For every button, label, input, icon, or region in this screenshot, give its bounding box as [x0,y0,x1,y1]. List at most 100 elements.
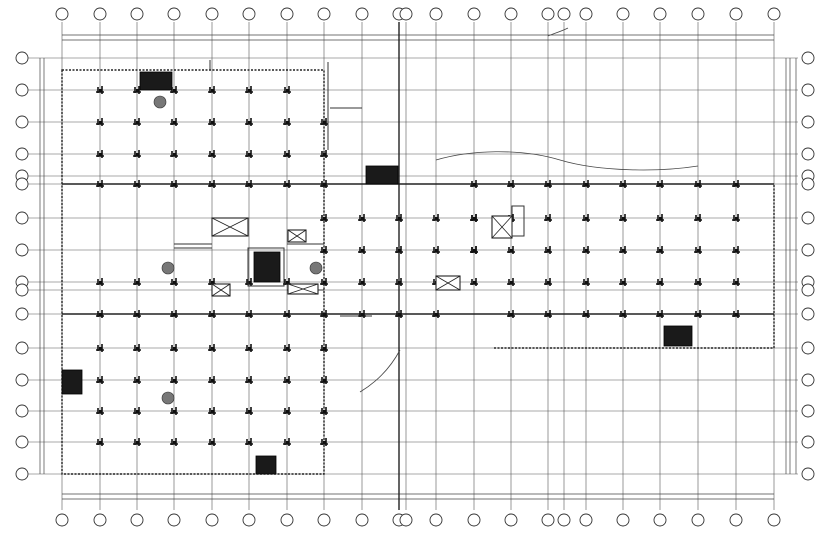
zone-outlines [61,22,775,510]
column-grid-bubble [691,7,705,21]
sprinkler-head-icon [358,278,366,286]
sprinkler-head-icon [320,180,328,188]
sprinkler-head-icon [96,86,104,94]
sprinkler-head-icon [245,407,253,415]
equipment-block [663,325,693,347]
row-grid-bubble [15,211,29,225]
column-grid-bubble [579,513,593,527]
sprinkler-head-icon [133,150,141,158]
column-grid-bubble [399,513,413,527]
column-grid-bubble [429,513,443,527]
sprinkler-head-icon [283,310,291,318]
fire-pump-icon [161,261,175,275]
row-grid-bubble [801,177,815,191]
sprinkler-head-icon [170,278,178,286]
sprinkler-head-icon [133,118,141,126]
sprinkler-head-icon [694,278,702,286]
row-grid-bubble [801,243,815,257]
row-grid-bubble [15,467,29,481]
sprinkler-head-icon [395,214,403,222]
sprinkler-head-icon [470,246,478,254]
equipment-block [139,71,173,91]
sprinkler-head-icon [732,214,740,222]
row-grid-bubbles-left [15,51,29,481]
row-grid-bubble [15,51,29,65]
sprinkler-head-icon [544,246,552,254]
sprinkler-head-icon [96,180,104,188]
sprinkler-head-icon [133,376,141,384]
sprinkler-head-icon [96,344,104,352]
row-grid-bubble [801,467,815,481]
sprinkler-head-icon [283,376,291,384]
sprinkler-head-icon [732,246,740,254]
sprinkler-head-icon [470,180,478,188]
sprinkler-head-icon [170,180,178,188]
right-zone-outline [494,184,775,349]
sprinkler-head-icon [582,180,590,188]
sprinkler-head-icon [432,310,440,318]
sprinkler-head-icon [96,376,104,384]
sprinkler-head-icon [96,310,104,318]
row-grid-bubble [15,404,29,418]
row-grid-bubble [801,147,815,161]
row-grid-bubble [15,373,29,387]
equipment-block [253,251,281,283]
sprinkler-head-icon [208,310,216,318]
sprinkler-head-icon [694,310,702,318]
column-grid-bubble [130,513,144,527]
sprinkler-head-icon [320,310,328,318]
sprinkler-head-icon [208,344,216,352]
sprinkler-head-icon [320,278,328,286]
row-grid-bubble [801,83,815,97]
sprinkler-head-icon [656,310,664,318]
column-grid-bubble [93,513,107,527]
sprinkler-head-icon [732,180,740,188]
sprinkler-head-icon [470,214,478,222]
row-grid-bubble [15,115,29,129]
column-grid-bubble [729,513,743,527]
sprinkler-head-icon [694,180,702,188]
shaft-x-box [287,283,319,295]
row-grid-bubble [801,307,815,321]
column-grid-bubble [579,7,593,21]
column-grid-bubble [729,7,743,21]
column-row-grid [28,22,798,510]
column-grid-bubble [355,7,369,21]
equipment-block [365,165,399,185]
row-grid-bubble [15,341,29,355]
sprinkler-head-icon [283,180,291,188]
row-grid-bubble [801,211,815,225]
shaft-x-box [435,275,461,291]
sprinkler-head-icon [245,438,253,446]
sprinkler-head-icon [732,310,740,318]
sprinkler-head-icon [656,180,664,188]
sprinkler-head-icon [694,214,702,222]
equipment-symbols [61,71,693,475]
sprinkler-head-icon [170,407,178,415]
column-grid-bubbles-bottom [55,513,781,527]
row-grid-bubble [15,435,29,449]
sprinkler-head-icon [358,246,366,254]
row-grid-bubble [801,341,815,355]
sprinkler-head-icon [358,214,366,222]
column-grid-bubble [767,513,781,527]
row-grid-bubble [801,435,815,449]
sprinkler-head-icon [170,344,178,352]
row-grid-bubble [15,307,29,321]
sprinkler-head-icon [320,376,328,384]
sprinkler-head-icon [245,376,253,384]
column-grid-bubble [557,513,571,527]
sprinkler-head-icon [582,278,590,286]
row-grid-bubble [15,177,29,191]
row-grid-bubble [801,404,815,418]
column-grid-bubble [616,513,630,527]
column-grid-bubble [557,7,571,21]
sprinkler-head-icon [732,278,740,286]
sprinkler-head-icon [170,376,178,384]
sprinkler-head-icon [283,150,291,158]
row-grid-bubble [801,115,815,129]
sprinkler-head-icon [358,310,366,318]
sprinkler-head-icon [544,310,552,318]
sprinkler-head-icon [507,310,515,318]
sprinkler-head-icon [170,118,178,126]
